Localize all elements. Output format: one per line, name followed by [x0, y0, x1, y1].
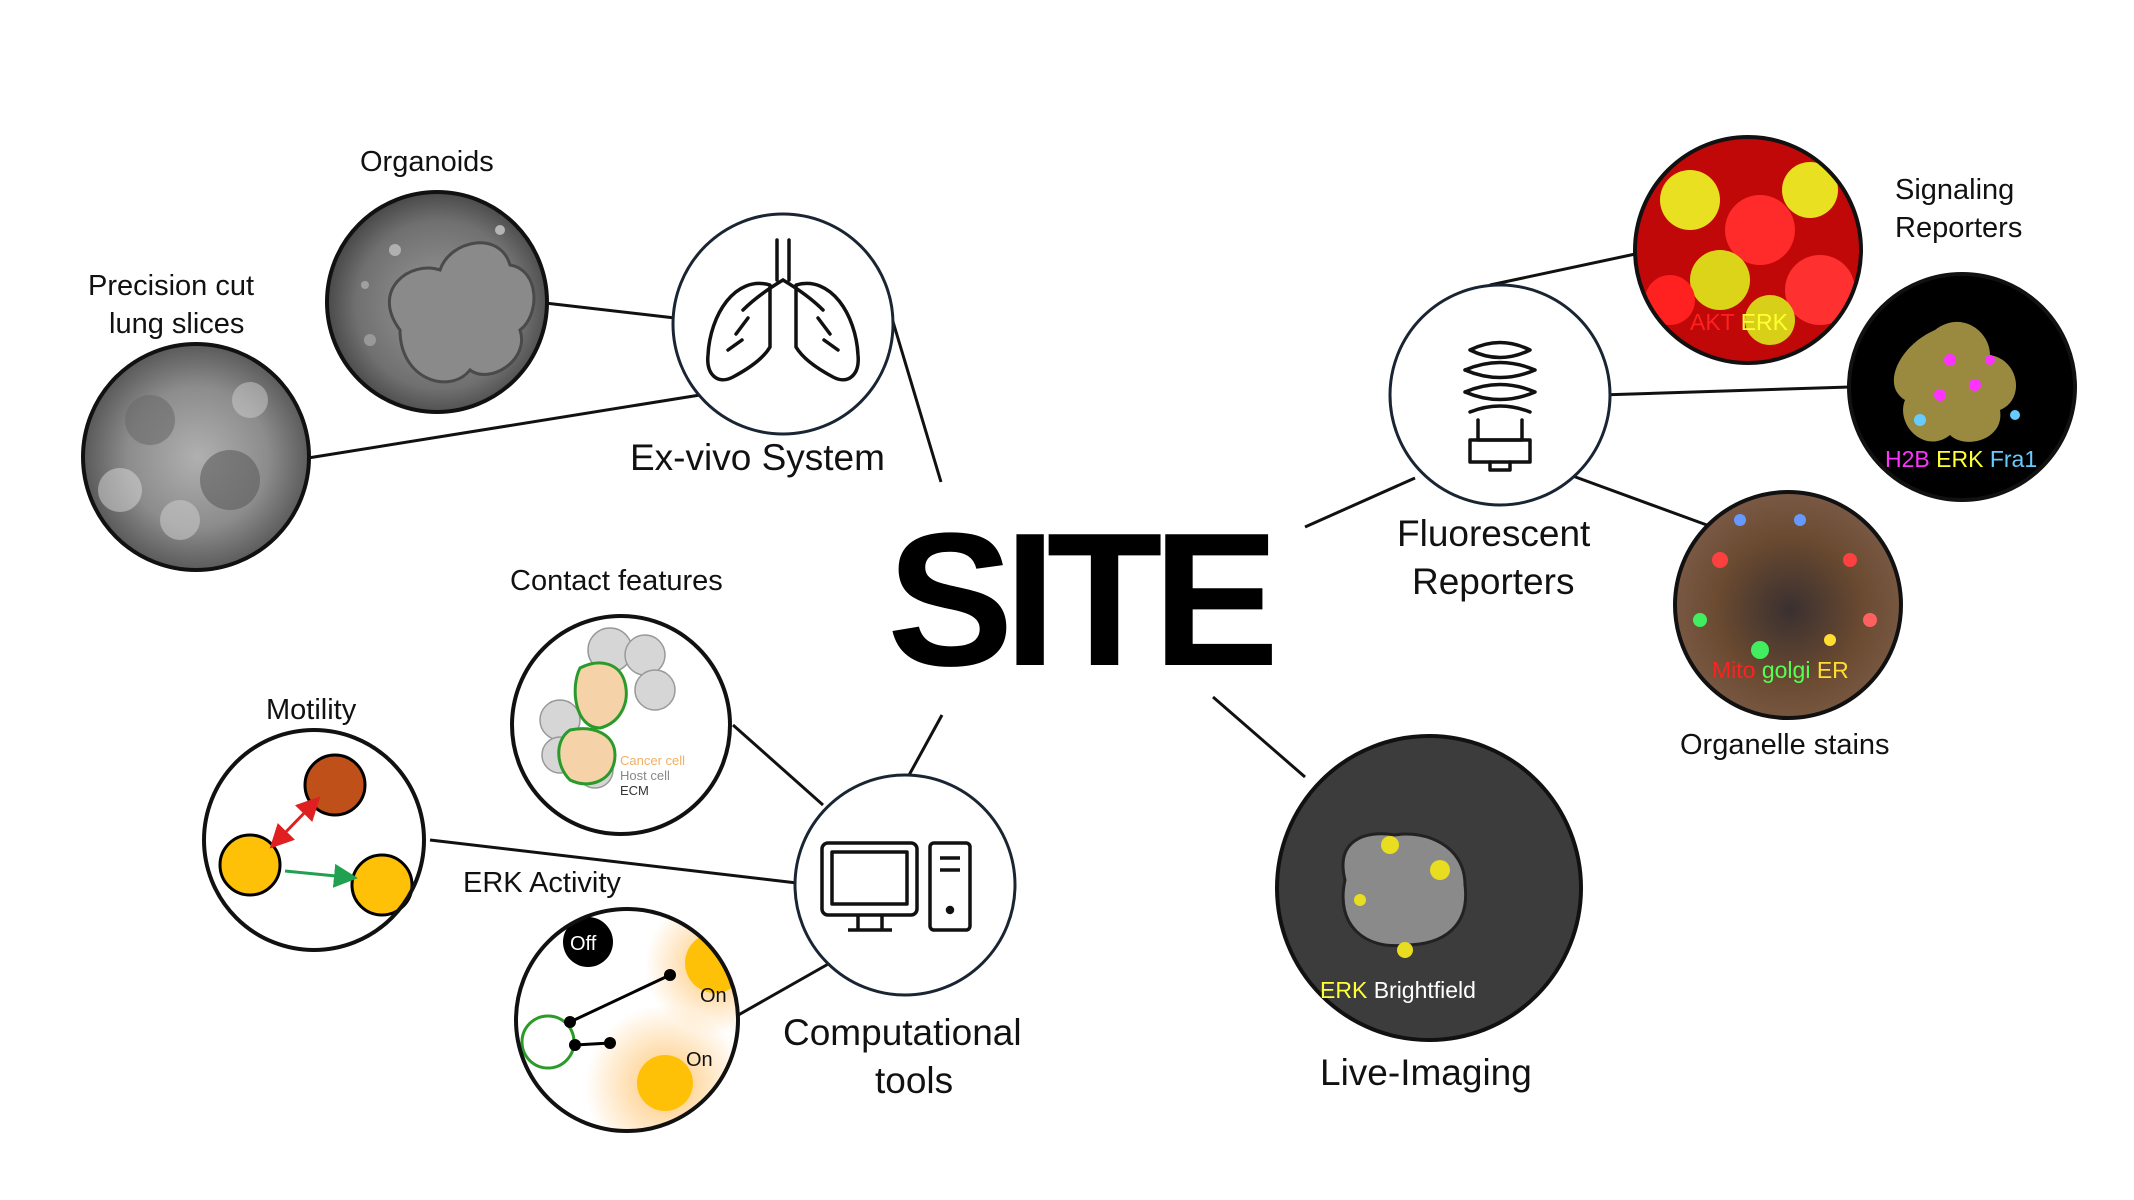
legend-cancer-cell: Cancer cell: [620, 753, 685, 768]
computational-label-line1: Computational: [783, 1012, 1022, 1053]
pcls-label-line2: lung slices: [109, 308, 244, 340]
organelle-node: Mito golgi ER Organelle stains: [1670, 490, 1910, 761]
erk-activity-node: Off On On ERK Activity: [463, 867, 785, 1165]
organoids-label: Organoids: [360, 146, 494, 178]
site-title: SITE: [887, 494, 1273, 706]
fluorescent-label-line1: Fluorescent: [1397, 513, 1591, 554]
contact-label: Contact features: [510, 565, 723, 597]
legend-host-cell: Host cell: [620, 768, 670, 783]
exvivo-hub: Ex-vivo System: [630, 214, 893, 478]
live-erk-caption: ERK: [1320, 977, 1368, 1003]
fluorescent-label-line2: Reporters: [1412, 561, 1574, 602]
computational-hub: Computational tools: [783, 775, 1022, 1101]
h2b-erk-caption: ERK: [1936, 446, 1984, 472]
organoids-node: Organoids: [320, 146, 560, 425]
motility-label: Motility: [266, 694, 357, 726]
on-label-upper: On: [700, 985, 727, 1007]
on-label-lower: On: [686, 1049, 713, 1071]
svg-text:H2B ERK Fra1: H2B ERK Fra1: [1885, 446, 2037, 472]
mito-caption: Mito: [1712, 657, 1755, 683]
live-imaging-node: ERK Brightfield Live-Imaging: [1270, 730, 1590, 1093]
pcls-node: Precision cut lung slices: [80, 270, 315, 575]
fra1-caption: Fra1: [1990, 446, 2037, 472]
organelle-label: Organelle stains: [1680, 729, 1890, 761]
brightfield-caption: Brightfield: [1374, 977, 1476, 1003]
svg-text:AKT ERK: AKT ERK: [1690, 309, 1789, 335]
signaling-label-line2: Reporters: [1895, 212, 2022, 244]
motility-node: Motility: [204, 694, 424, 950]
akt-caption: AKT: [1690, 309, 1735, 335]
h2b-caption: H2B: [1885, 446, 1930, 472]
pcls-label-line1: Precision cut: [88, 270, 254, 302]
computational-label-line2: tools: [875, 1060, 953, 1101]
off-label: Off: [570, 933, 597, 955]
svg-text:ERK Brightfield: ERK Brightfield: [1320, 977, 1476, 1003]
signaling-label-line1: Signaling: [1895, 174, 2014, 206]
er-caption: ER: [1817, 657, 1849, 683]
erk-caption: ERK: [1741, 309, 1789, 335]
legend-ecm: ECM: [620, 783, 649, 798]
erk-activity-label: ERK Activity: [463, 867, 621, 899]
live-imaging-label: Live-Imaging: [1320, 1052, 1532, 1093]
golgi-caption: golgi: [1762, 657, 1811, 683]
exvivo-label: Ex-vivo System: [630, 437, 885, 478]
svg-text:Mito golgi ER: Mito golgi ER: [1712, 657, 1849, 683]
contact-node: Cancer cell Host cell ECM Contact featur…: [510, 565, 730, 834]
fluorescent-hub: Fluorescent Reporters: [1390, 285, 1610, 602]
h2b-node: H2B ERK Fra1: [1845, 270, 2085, 510]
